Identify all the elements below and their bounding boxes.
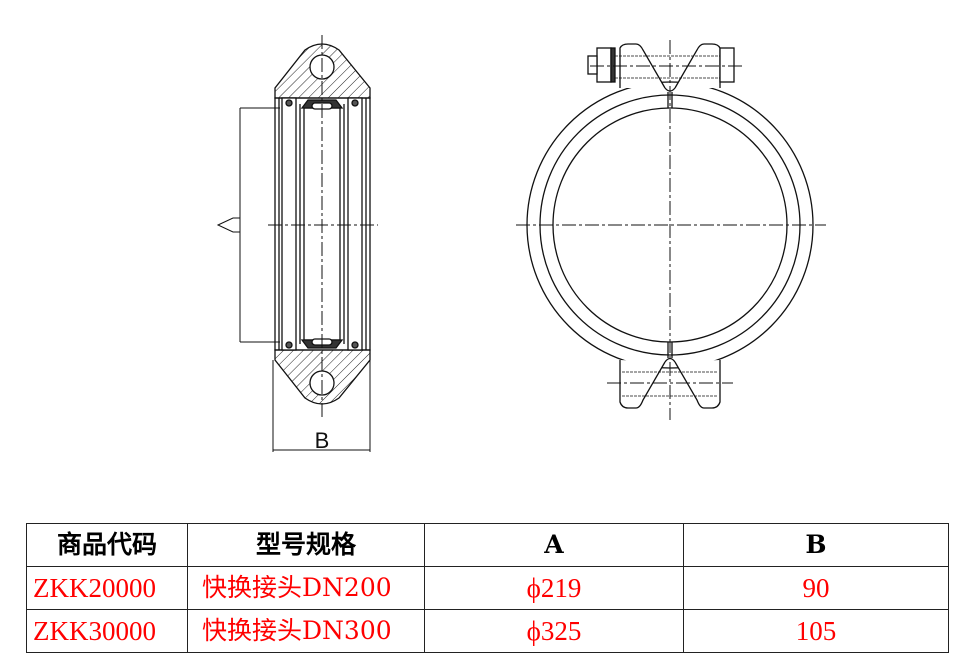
technical-drawing: B — [216, 35, 826, 453]
cell-a: ϕ219 — [424, 566, 684, 610]
header-product-code: 商品代码 — [26, 523, 188, 567]
section-view — [216, 35, 378, 452]
bottom-right-lug — [674, 360, 721, 409]
header-model-spec: 型号规格 — [187, 523, 425, 567]
spec-table: 商品代码 型号规格 A B ZKK20000 快换接头DN200 ϕ219 90… — [26, 523, 949, 653]
dimension-a-marker — [216, 217, 241, 233]
nut-right — [719, 47, 735, 83]
table-row: ZKK30000 快换接头DN300 ϕ325 105 — [26, 609, 949, 653]
bolt-head-left — [596, 47, 612, 83]
cell-model-spec: 快换接头DN200 — [187, 566, 425, 610]
header-a: A — [424, 523, 684, 567]
bottom-left-lug — [619, 360, 666, 409]
dimension-label-b: B — [315, 428, 330, 453]
cell-b: 105 — [683, 609, 949, 653]
table-row: ZKK20000 快换接头DN200 ϕ219 90 — [26, 566, 949, 610]
cell-a: ϕ325 — [424, 609, 684, 653]
top-right-lug — [674, 43, 721, 89]
cell-model-spec: 快换接头DN300 — [187, 609, 425, 653]
cell-b: 90 — [683, 566, 949, 610]
table-header-row: 商品代码 型号规格 A B — [26, 523, 949, 567]
cell-product-code: ZKK20000 — [26, 566, 188, 610]
header-b: B — [683, 523, 949, 567]
cell-product-code: ZKK30000 — [26, 609, 188, 653]
front-view — [516, 40, 826, 420]
